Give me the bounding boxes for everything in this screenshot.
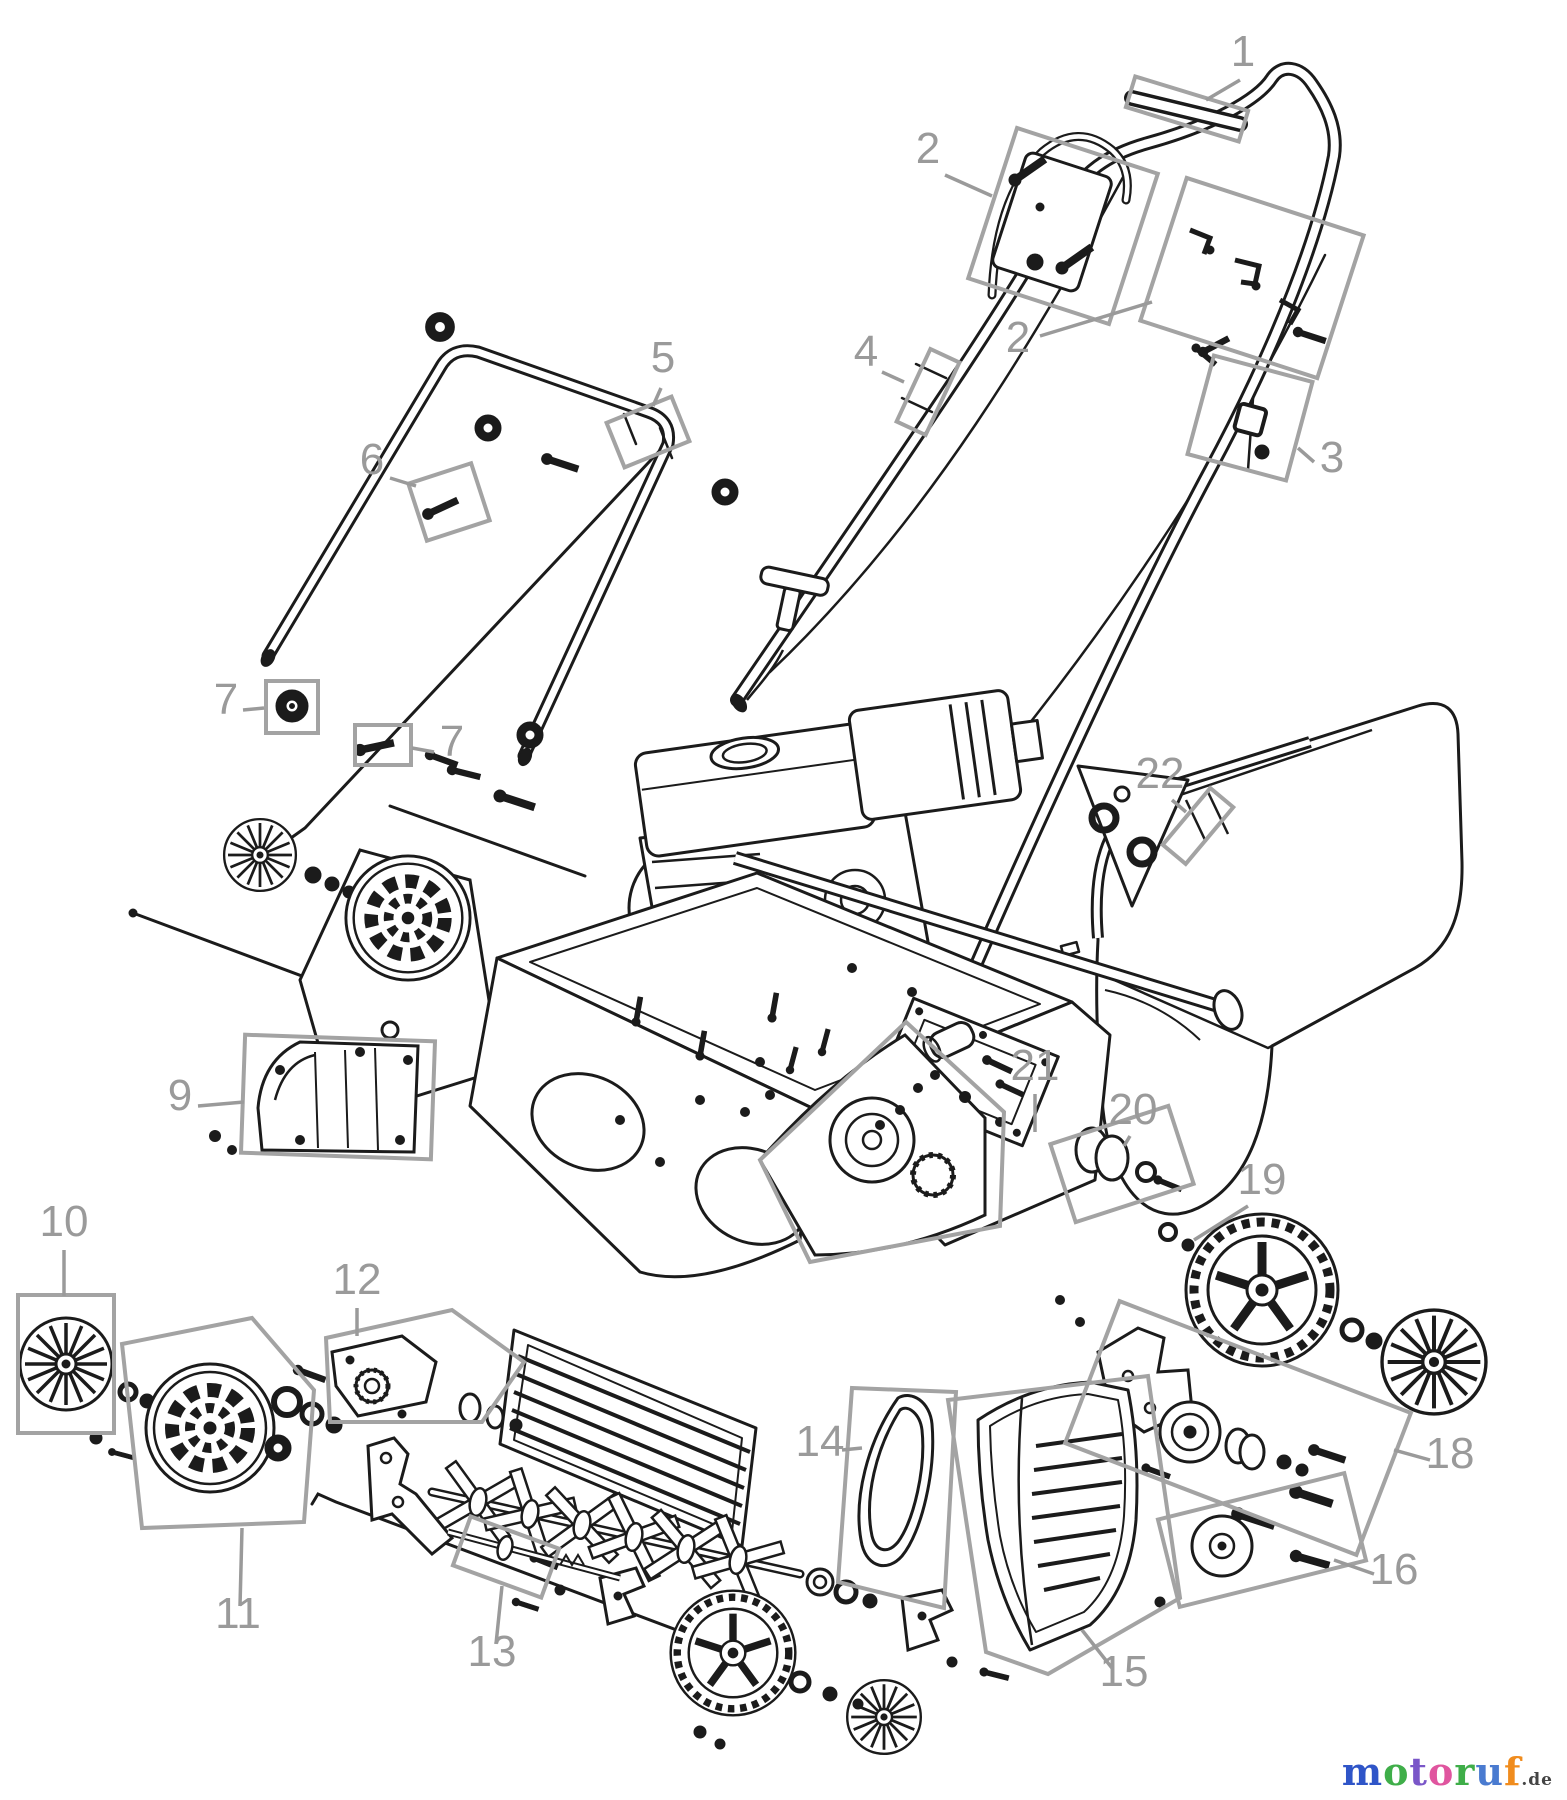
part-callout-13: 13 bbox=[468, 1627, 517, 1676]
part-leader-11 bbox=[238, 1527, 244, 1607]
part-callout-18: 18 bbox=[1426, 1429, 1475, 1478]
part-box-10 bbox=[16, 1293, 116, 1435]
part-box-12 bbox=[323, 1307, 527, 1424]
watermark-motoruf: motoruf.de bbox=[1342, 1749, 1553, 1794]
roller-blades bbox=[433, 1459, 786, 1607]
watermark-letter: o bbox=[1383, 1749, 1410, 1794]
part-leader-13 bbox=[494, 1585, 504, 1645]
part-box-2 bbox=[1137, 175, 1367, 381]
part-box-13 bbox=[450, 1513, 562, 1601]
part-callout-5: 5 bbox=[651, 333, 675, 382]
part-callout-10: 10 bbox=[40, 1197, 89, 1246]
part-leader-4 bbox=[881, 370, 905, 384]
belt-and-cover bbox=[857, 1380, 1172, 1683]
part-callout-7: 7 bbox=[440, 717, 464, 766]
part-callout-11: 11 bbox=[215, 1589, 261, 1638]
part-leader-19 bbox=[1193, 1204, 1249, 1242]
part-callout-4: 4 bbox=[854, 327, 878, 376]
part-box-4 bbox=[893, 346, 963, 438]
watermark-letter: m bbox=[1341, 1749, 1384, 1794]
part-box-18 bbox=[1062, 1298, 1414, 1558]
part-callout-12: 12 bbox=[333, 1255, 382, 1304]
part-leader-16 bbox=[1333, 1558, 1375, 1576]
part-box-15 bbox=[945, 1373, 1183, 1677]
part-box-9 bbox=[238, 1032, 438, 1162]
part-leader-1 bbox=[1205, 78, 1241, 102]
watermark-letter: t bbox=[1409, 1749, 1428, 1794]
watermark-letter: u bbox=[1475, 1749, 1505, 1794]
part-box-16 bbox=[1155, 1470, 1369, 1610]
part-callout-15: 15 bbox=[1100, 1647, 1149, 1696]
part-box-20 bbox=[1047, 1103, 1197, 1225]
part-leader-15 bbox=[1080, 1628, 1114, 1670]
part-callout-16: 16 bbox=[1370, 1545, 1419, 1594]
watermark-tld: .de bbox=[1521, 1770, 1553, 1790]
watermark-letter: f bbox=[1504, 1749, 1522, 1794]
cables-and-rods bbox=[128, 166, 1327, 1034]
part-leader-14 bbox=[841, 1446, 863, 1452]
part-callout-21: 21 bbox=[1011, 1041, 1060, 1090]
part-box-1 bbox=[1123, 73, 1251, 145]
watermark-letters: motoruf bbox=[1342, 1749, 1522, 1794]
left-front-wheel-group bbox=[18, 1316, 621, 1582]
part-callout-20: 20 bbox=[1109, 1085, 1158, 1134]
part-callout-22: 22 bbox=[1136, 749, 1185, 798]
bottom-wheels bbox=[510, 1552, 955, 1756]
part-leader-3 bbox=[1296, 446, 1316, 464]
part-box-11 bbox=[119, 1315, 317, 1531]
part-box-22 bbox=[1159, 785, 1237, 867]
side-plate-9 bbox=[209, 1040, 420, 1155]
part-box-7 bbox=[353, 723, 413, 767]
part-callout-7: 7 bbox=[214, 675, 238, 724]
part-callout-19: 19 bbox=[1238, 1155, 1287, 1204]
watermark-letter: r bbox=[1454, 1749, 1476, 1794]
part-leader-2 bbox=[944, 173, 993, 198]
part-leader-20 bbox=[1122, 1135, 1132, 1147]
part-box-3 bbox=[1185, 353, 1315, 483]
part-box-7 bbox=[264, 679, 320, 735]
part-box-2 bbox=[965, 125, 1161, 327]
part-callout-6: 6 bbox=[360, 435, 384, 484]
part-callout-9: 9 bbox=[168, 1071, 192, 1120]
part-leader-7 bbox=[242, 706, 265, 712]
part-leader-22 bbox=[1170, 798, 1188, 814]
part-box-5 bbox=[603, 394, 693, 470]
part-callout-2: 2 bbox=[916, 124, 940, 173]
part-leader-9 bbox=[197, 1100, 245, 1108]
part-box-14 bbox=[835, 1385, 959, 1611]
part-leader-5 bbox=[651, 387, 663, 407]
part-box-6 bbox=[405, 460, 493, 544]
part-leader-2 bbox=[1039, 300, 1153, 338]
upper-handle bbox=[730, 62, 1342, 1057]
watermark-letter: o bbox=[1427, 1749, 1455, 1794]
part-callout-3: 3 bbox=[1320, 433, 1344, 482]
part-callout-14: 14 bbox=[796, 1417, 845, 1466]
lower-handle bbox=[260, 312, 739, 770]
part-callout-1: 1 bbox=[1231, 27, 1255, 76]
handle-hardware bbox=[991, 151, 1328, 460]
part-leader-7 bbox=[411, 746, 435, 754]
part-box-21 bbox=[757, 1019, 1007, 1265]
part-callout-2: 2 bbox=[1006, 313, 1030, 362]
part-leader-6 bbox=[389, 476, 417, 488]
part-leader-18 bbox=[1393, 1448, 1431, 1462]
scarifier-roller bbox=[271, 1386, 878, 1648]
